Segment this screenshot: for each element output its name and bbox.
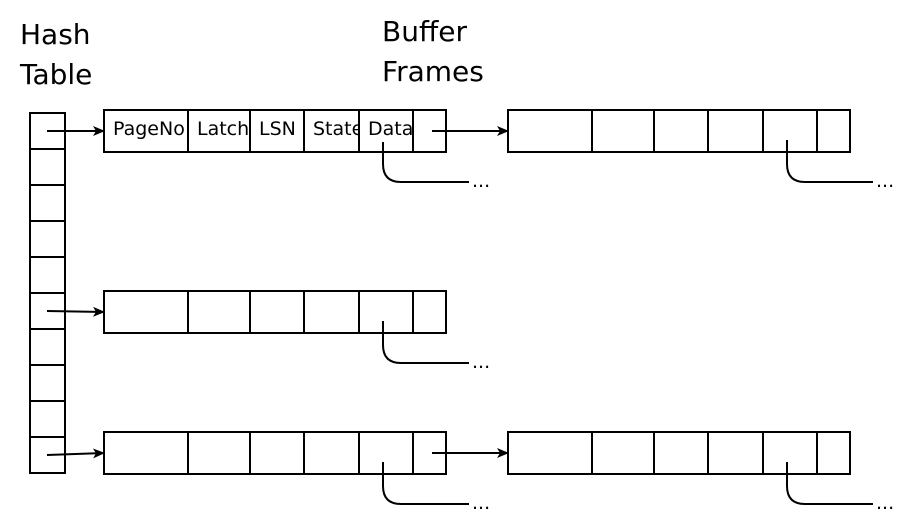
hash-slot (29, 220, 66, 258)
buffer-title-line2: Frames (382, 55, 484, 88)
frame-field-cell (762, 109, 818, 153)
data-ellipsis: ... (472, 351, 490, 373)
hash-slot (29, 148, 66, 186)
frame-field-cell (249, 290, 305, 334)
frame-field-cell (591, 109, 655, 153)
frame-field-cell (816, 431, 851, 475)
frame-field-label: PageNo (113, 118, 185, 140)
frame-field-cell (507, 109, 593, 153)
frame-field-cell (103, 431, 189, 475)
data-pointer-line (382, 321, 469, 364)
frame-field-cell (591, 431, 655, 475)
hash-title-line2: Table (19, 58, 92, 91)
frame-field-label: State (313, 118, 363, 140)
buffer-frame: ... (507, 431, 894, 514)
hash-title-line1: Hash (20, 18, 91, 51)
hash-to-frame-arrow (46, 448, 105, 459)
hash-table (29, 112, 66, 474)
hash-slot (29, 364, 66, 402)
frame-field-cell (507, 431, 593, 475)
hash-slot (29, 256, 66, 294)
hash-slot (29, 184, 66, 222)
frame-field-cell (303, 290, 360, 334)
frame-field-cell (707, 431, 764, 475)
data-pointer-line (786, 462, 873, 505)
hash-slot (29, 328, 66, 366)
frame-field-cell (103, 290, 189, 334)
hash-to-frame-arrow (46, 306, 105, 317)
frame-field-cell (653, 109, 709, 153)
data-ellipsis: ... (876, 492, 894, 514)
data-pointer-line (382, 142, 469, 183)
frame-field-cell (653, 431, 709, 475)
frame-field-cell (303, 431, 360, 475)
hash-slot (29, 400, 66, 438)
frame-field-label: Latch (197, 118, 249, 140)
frame-field-cell (707, 109, 764, 153)
frame-field-cell (816, 109, 851, 153)
buffer-frame: ... (103, 290, 490, 373)
frame-field-label: LSN (259, 118, 296, 140)
buffer-frame: ... (507, 109, 894, 192)
data-ellipsis: ... (876, 170, 894, 192)
data-ellipsis: ... (472, 170, 490, 192)
data-ellipsis: ... (472, 492, 490, 514)
frame-field-cell (187, 290, 251, 334)
frame-field-cell (358, 431, 414, 475)
frame-field-cell (249, 431, 305, 475)
data-pointer-line (786, 140, 873, 183)
frame-field-label: Data (368, 118, 413, 140)
buffer-title-line1: Buffer (382, 15, 467, 48)
frame-field-cell (187, 431, 251, 475)
frame-field-cell (358, 290, 414, 334)
data-pointer-line (382, 462, 469, 505)
frame-field-cell (412, 290, 447, 334)
frame-field-cell (762, 431, 818, 475)
buffer-frame: ... (103, 431, 490, 514)
